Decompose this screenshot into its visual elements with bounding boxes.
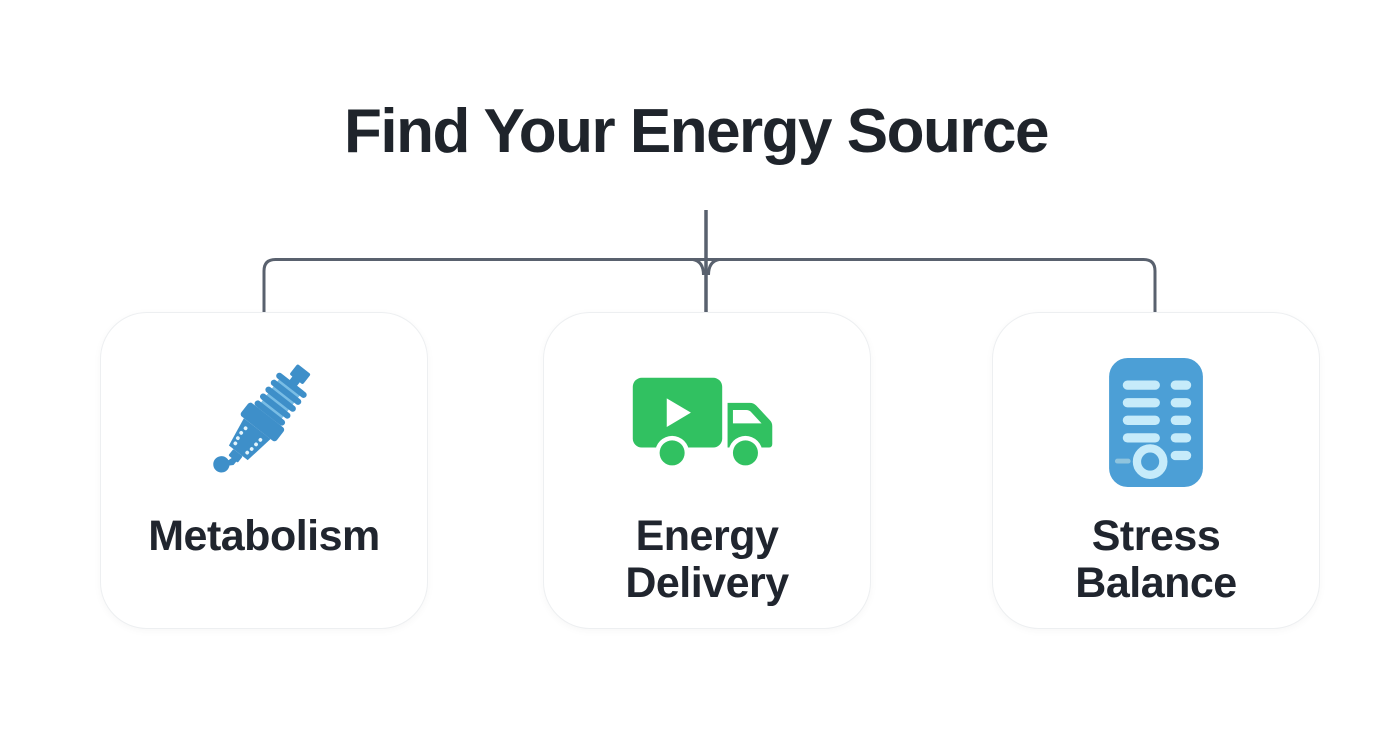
card-label-energy-delivery: Energy Delivery	[625, 512, 789, 608]
card-metabolism[interactable]: Metabolism	[100, 312, 428, 629]
connector-group	[262, 210, 1157, 312]
meter-list-icon	[1109, 347, 1203, 497]
card-energy-delivery[interactable]: Energy Delivery	[543, 312, 871, 629]
connector-right-fillet	[707, 258, 720, 276]
card-label-stress-balance: Stress Balance	[1075, 512, 1237, 608]
connector-left-fillet	[692, 258, 705, 276]
page-title: Find Your Energy Source	[344, 97, 1049, 166]
connector-bar	[262, 258, 1157, 312]
card-label-metabolism: Metabolism	[148, 512, 380, 560]
delivery-truck-icon	[631, 347, 783, 497]
spark-plug-icon	[185, 347, 343, 497]
card-stress-balance[interactable]: Stress Balance	[992, 312, 1320, 629]
